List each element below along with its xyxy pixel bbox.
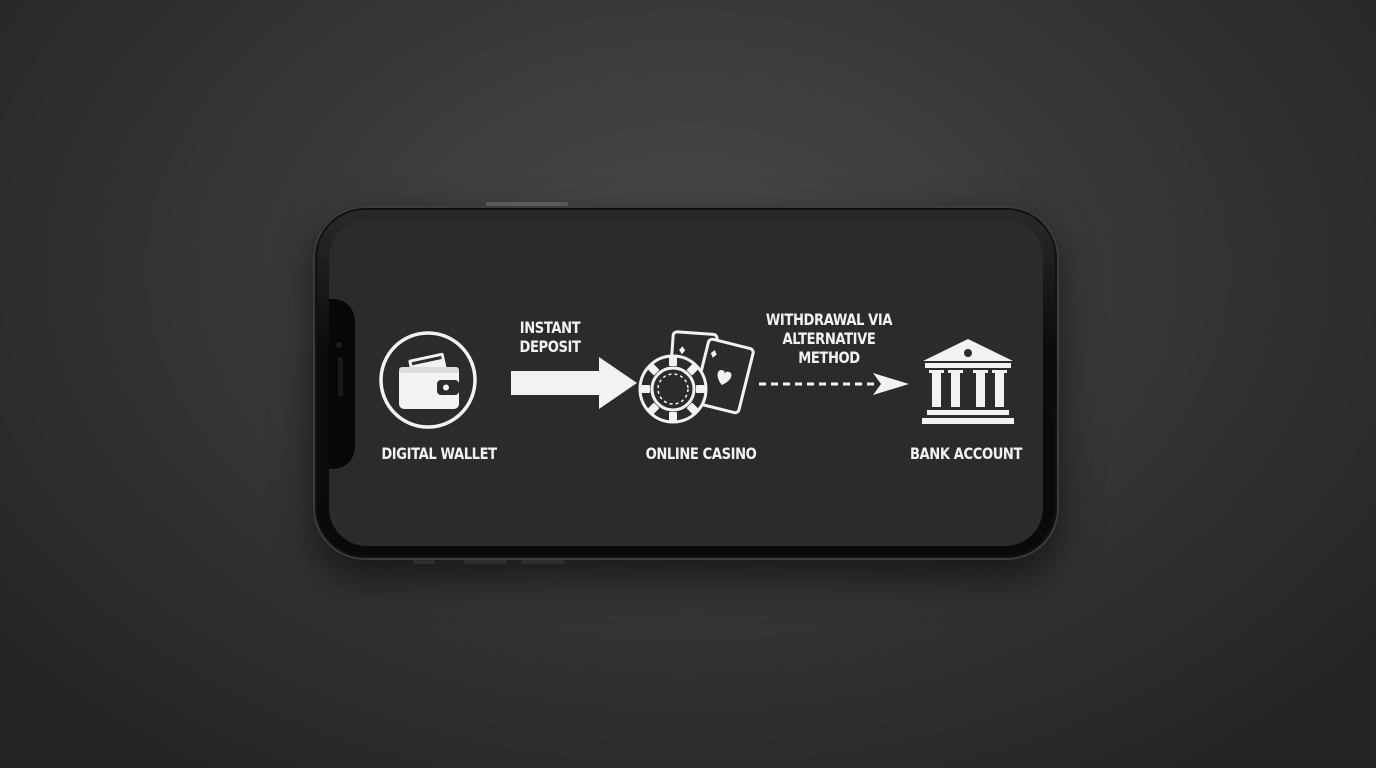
phone-notch xyxy=(329,299,355,469)
phone-side-button xyxy=(413,560,435,564)
withdrawal-dashed-arrow xyxy=(759,373,909,395)
phone-volume-button xyxy=(521,560,565,564)
node-label-casino: ONLINE CASINO xyxy=(645,444,757,463)
edge-label-line: WITHDRAWAL VIA xyxy=(765,310,893,329)
edge-label-line: INSTANT xyxy=(519,318,581,337)
wallet-icon xyxy=(379,331,477,429)
camera-icon xyxy=(336,342,342,348)
phone-device: INSTANT DEPOSIT xyxy=(313,202,1059,564)
node-label-wallet: DIGITAL WALLET xyxy=(381,444,497,463)
edge-label-withdrawal: WITHDRAWAL VIA ALTERNATIVE METHOD xyxy=(763,310,894,367)
node-label-bank: BANK ACCOUNT xyxy=(909,444,1023,463)
payment-flow-diagram: INSTANT DEPOSIT xyxy=(329,219,1043,546)
bank-icon xyxy=(922,339,1014,424)
phone-screen: INSTANT DEPOSIT xyxy=(329,219,1043,546)
phone-volume-button xyxy=(463,560,507,564)
edge-label-line: ALTERNATIVE xyxy=(782,329,876,348)
edge-label-line: METHOD xyxy=(798,348,860,367)
casino-chip-cards-icon xyxy=(638,330,755,424)
deposit-arrow xyxy=(511,357,637,409)
edge-label-line: DEPOSIT xyxy=(519,337,581,356)
phone-side-button xyxy=(486,202,568,206)
speaker-icon xyxy=(338,357,343,397)
edge-label-deposit: INSTANT DEPOSIT xyxy=(509,318,591,356)
